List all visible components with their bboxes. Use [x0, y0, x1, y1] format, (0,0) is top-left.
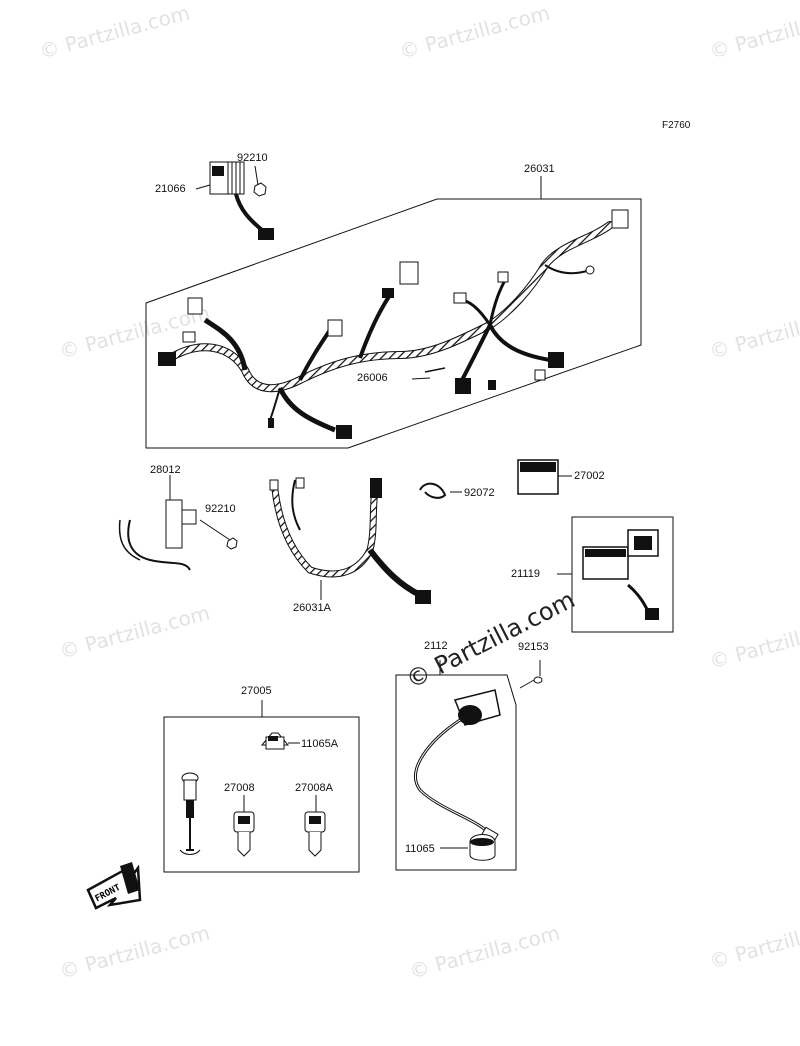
part-label-26031a[interactable]: 26031A: [293, 602, 331, 614]
part-label-92072[interactable]: 92072: [464, 487, 495, 499]
part-label-21119[interactable]: 21119: [511, 568, 540, 580]
part-label-2112x[interactable]: 2112: [424, 640, 448, 652]
front-direction-arrow[interactable]: [86, 862, 142, 910]
part-label-27005[interactable]: 27005: [241, 685, 272, 697]
part-label-27008a[interactable]: 27008A: [295, 782, 333, 794]
part-label-26031[interactable]: 26031: [524, 163, 555, 175]
part-label-27008[interactable]: 27008: [224, 782, 255, 794]
part-label-28012[interactable]: 28012: [150, 464, 181, 476]
part-label-92153[interactable]: 92153: [518, 641, 549, 653]
part-label-92210[interactable]: 92210: [237, 152, 268, 164]
sub-harness: [269, 477, 431, 604]
ignition-switch-group: [163, 700, 360, 873]
part-label-26006[interactable]: 26006: [357, 372, 388, 384]
part-label-11065[interactable]: 11065: [405, 843, 435, 855]
part-label-27002[interactable]: 27002: [574, 470, 605, 482]
part-label-21066[interactable]: 21066: [155, 183, 186, 195]
part-label-92210-b[interactable]: 92210: [205, 503, 236, 515]
brake-light-switch: [118, 475, 238, 571]
wire-clamp: [419, 482, 462, 499]
part-label-11065a[interactable]: 11065A: [301, 738, 339, 750]
figure-code: F2760: [662, 120, 691, 131]
regulator-rectifier: [195, 161, 274, 240]
main-harness-group: [145, 176, 642, 449]
ignition-coil-group: [395, 660, 543, 871]
relay: [517, 459, 572, 495]
cdi-unit-group: [557, 516, 674, 633]
